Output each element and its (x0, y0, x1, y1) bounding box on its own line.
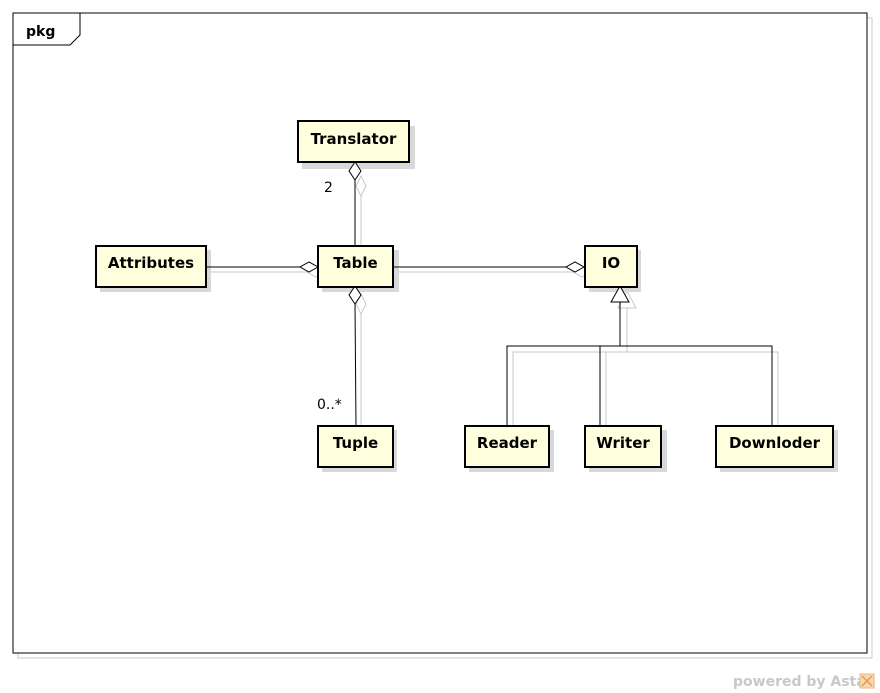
class-reader[interactable]: Reader (464, 425, 550, 468)
multiplicity-translator: 2 (324, 180, 333, 196)
frame-label: pkg (26, 24, 55, 40)
footer-text: powered by Astah (733, 674, 876, 690)
class-reader-name: Reader (477, 434, 538, 452)
multiplicity-tuple: 0..* (317, 397, 342, 413)
class-translator[interactable]: Translator (297, 120, 410, 163)
class-writer-name: Writer (596, 434, 650, 452)
class-io[interactable]: IO (584, 245, 638, 288)
package-frame (12, 12, 868, 654)
class-tuple[interactable]: Tuple (317, 425, 394, 468)
frame-tab (13, 13, 81, 46)
class-io-name: IO (602, 254, 620, 272)
class-downloder[interactable]: Downloder (715, 425, 834, 468)
class-translator-name: Translator (311, 130, 397, 148)
class-writer[interactable]: Writer (584, 425, 662, 468)
table-aggregation-diamond-left (298, 261, 320, 273)
translator-aggregation-diamond (348, 161, 362, 181)
class-attributes-name: Attributes (108, 254, 194, 272)
generalization-arrowhead (610, 284, 630, 303)
class-downloder-name: Downloder (729, 434, 821, 452)
table-aggregation-diamond-bottom (348, 285, 362, 305)
class-attributes[interactable]: Attributes (95, 245, 207, 288)
astah-logo-icon (859, 673, 875, 689)
class-table-name: Table (333, 254, 377, 272)
io-aggregation-diamond (564, 261, 586, 273)
table-tuple-aggregation-line (354, 303, 357, 427)
generalization-branch-line (506, 345, 773, 426)
class-tuple-name: Tuple (333, 434, 378, 452)
class-table[interactable]: Table (317, 245, 394, 288)
